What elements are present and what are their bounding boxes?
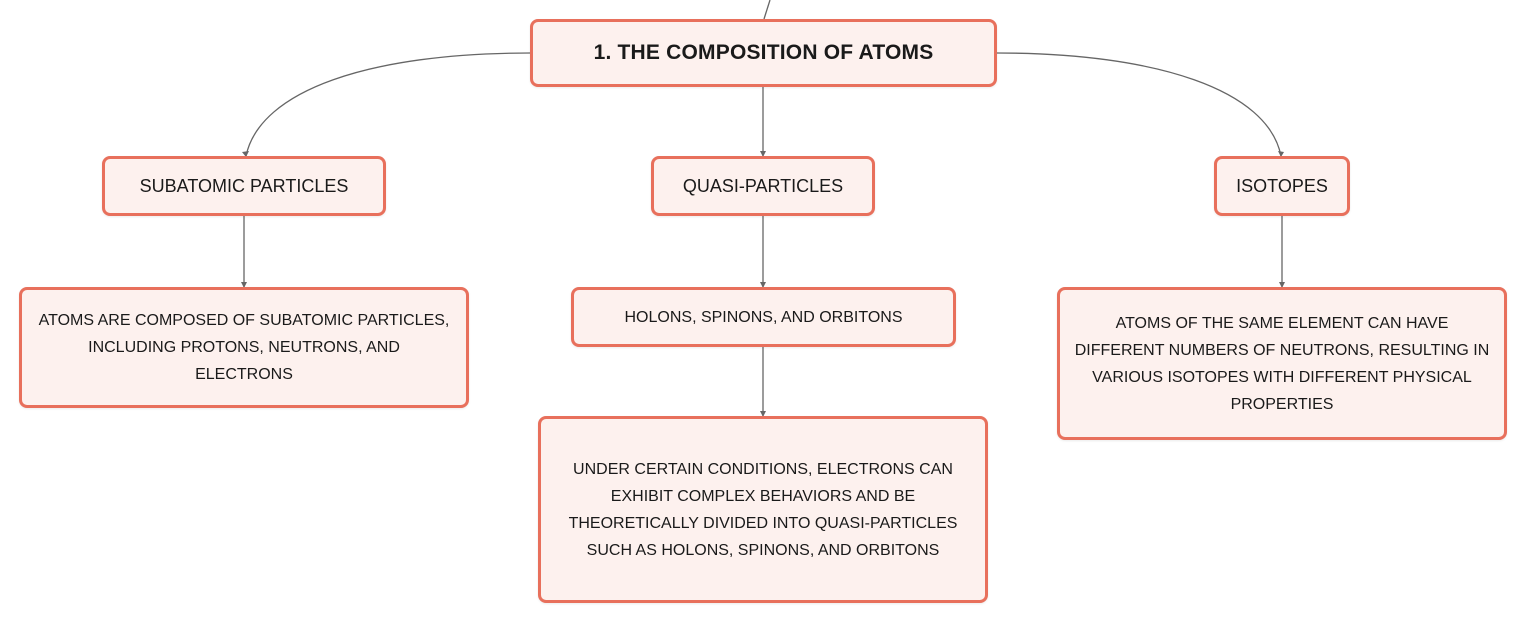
branch-label: ISOTOPES <box>1236 175 1328 196</box>
leaf-node-quasi-detail[interactable]: UNDER CERTAIN CONDITIONS, ELECTRONS CAN … <box>538 416 988 603</box>
connector-root-to-isotopes <box>996 52 1282 157</box>
leaf-line: ATOMS OF THE SAME ELEMENT CAN HAVE <box>1115 314 1449 332</box>
leaf-line: PROPERTIES <box>1230 395 1334 413</box>
branch-label: QUASI-PARTICLES <box>682 175 844 196</box>
leaf-line: VARIOUS ISOTOPES WITH DIFFERENT PHYSICAL <box>1092 368 1472 386</box>
leaf-text: ATOMS ARE COMPOSED OF SUBATOMIC PARTICLE… <box>39 307 450 388</box>
leaf-text: ATOMS OF THE SAME ELEMENT CAN HAVE DIFFE… <box>1075 310 1490 418</box>
leaf-line: THEORETICALLY DIVIDED INTO QUASI-PARTICL… <box>568 514 958 532</box>
leaf-line: DIFFERENT NUMBERS OF NEUTRONS, RESULTING… <box>1074 341 1490 359</box>
branch-node-quasi-particles[interactable]: QUASI-PARTICLES <box>651 156 875 216</box>
leaf-line: ATOMS ARE COMPOSED OF SUBATOMIC PARTICLE… <box>38 312 450 329</box>
leaf-line: EXHIBIT COMPLEX BEHAVIORS AND BE <box>610 487 916 505</box>
branch-label: SUBATOMIC PARTICLES <box>139 175 349 196</box>
arrowhead <box>760 151 766 157</box>
arrowhead <box>242 151 249 157</box>
leaf-line: SUCH AS HOLONS, SPINONS, AND ORBITONS <box>586 541 940 559</box>
leaf-node-subatomic-detail[interactable]: ATOMS ARE COMPOSED OF SUBATOMIC PARTICLE… <box>19 287 469 408</box>
leaf-node-quasi-examples[interactable]: HOLONS, SPINONS, AND ORBITONS <box>571 287 956 347</box>
branch-node-subatomic-particles[interactable]: SUBATOMIC PARTICLES <box>102 156 386 216</box>
leaf-line: INCLUDING PROTONS, NEUTRONS, AND <box>88 339 400 356</box>
leaf-text: UNDER CERTAIN CONDITIONS, ELECTRONS CAN … <box>569 456 958 564</box>
leaf-line: ELECTRONS <box>195 366 293 383</box>
arrowhead <box>1279 282 1285 288</box>
branch-node-isotopes[interactable]: ISOTOPES <box>1214 156 1350 216</box>
arrowhead <box>760 282 766 288</box>
root-node[interactable]: 1. THE COMPOSITION OF ATOMS <box>530 19 997 87</box>
leaf-node-isotopes-detail[interactable]: ATOMS OF THE SAME ELEMENT CAN HAVE DIFFE… <box>1057 287 1507 440</box>
connector-root-to-subatomic <box>245 52 531 157</box>
connector-incoming <box>763 0 771 20</box>
leaf-label: HOLONS, SPINONS, AND ORBITONS <box>624 308 903 326</box>
arrowhead <box>1278 151 1284 157</box>
root-label: 1. THE COMPOSITION OF ATOMS <box>593 41 934 64</box>
arrowhead <box>760 411 766 417</box>
arrowhead <box>241 282 247 288</box>
leaf-line: UNDER CERTAIN CONDITIONS, ELECTRONS CAN <box>573 460 953 478</box>
